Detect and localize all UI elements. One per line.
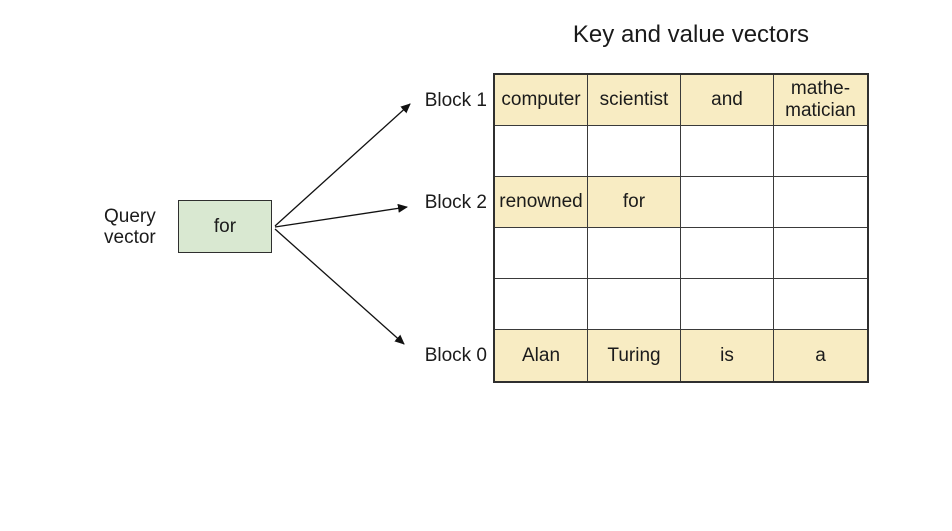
kv-cell [774,228,867,279]
block-label-2: Block 2 [424,192,487,213]
kv-cell [588,228,681,279]
kv-cell [681,279,774,330]
query-vector-label: Query vector [104,206,156,248]
arrow-to-block-0 [274,228,405,345]
kv-cell [588,126,681,177]
kv-cell: Alan [495,330,588,381]
kv-cell: for [588,177,681,228]
kv-cell [495,228,588,279]
kv-cell [495,126,588,177]
arrow-to-block-2 [274,203,408,228]
query-vector-label-line2: vector [104,227,156,248]
kv-cell [774,177,867,228]
kv-cell: renowned [495,177,588,228]
kv-cell [681,177,774,228]
kv-cell: Turing [588,330,681,381]
kv-cell [681,126,774,177]
block-label-0: Block 0 [424,345,487,366]
query-vector-label-line1: Query [104,206,156,227]
kv-cell: is [681,330,774,381]
kv-cell [495,279,588,330]
query-token: for [213,215,237,237]
kv-cell: and [681,75,774,126]
kv-cell [588,279,681,330]
kv-cell [681,228,774,279]
kv-cell: a [774,330,867,381]
kv-cell: computer [495,75,588,126]
page-title: Key and value vectors [572,21,810,48]
kv-cell [774,279,867,330]
arrow-to-block-1 [274,103,411,227]
kv-cell [774,126,867,177]
kv-cell: scientist [588,75,681,126]
query-vector-box: for [178,200,272,253]
kv-cell: mathe-matician [774,75,867,126]
block-label-1: Block 1 [424,90,487,111]
